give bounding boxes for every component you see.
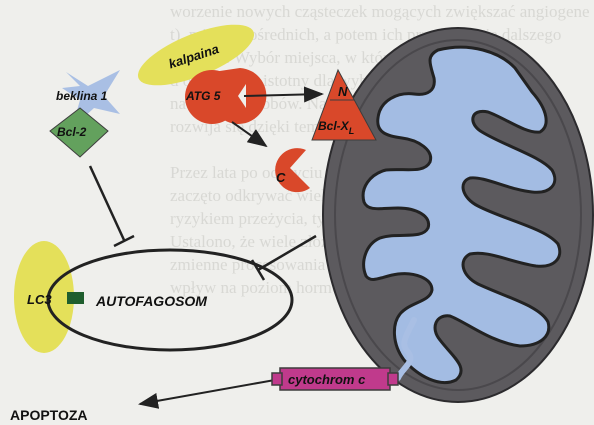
lc3-label: LC3 — [27, 292, 52, 307]
bcl2-label: Bcl-2 — [57, 125, 87, 139]
lc3-autofagosom-link — [67, 292, 84, 304]
inhibit-bcl2-autofagosom — [90, 166, 134, 246]
apoptoza-label: APOPTOZA — [10, 407, 88, 423]
c-label: C — [276, 170, 286, 185]
autofagosom-label: AUTOFAGOSOM — [95, 293, 207, 309]
arrow-cytochrom-to-apoptoza — [140, 378, 286, 404]
beklina-label: beklina 1 — [56, 89, 108, 103]
mitochondrion — [323, 28, 593, 402]
arrow-atg5-to-c — [232, 122, 266, 146]
inhibit-mito-autofagosom — [252, 236, 316, 280]
n-label: N — [338, 84, 348, 99]
cytochrom-label: cytochrom c — [288, 372, 366, 387]
atg5-label: ATG 5 — [185, 89, 221, 103]
